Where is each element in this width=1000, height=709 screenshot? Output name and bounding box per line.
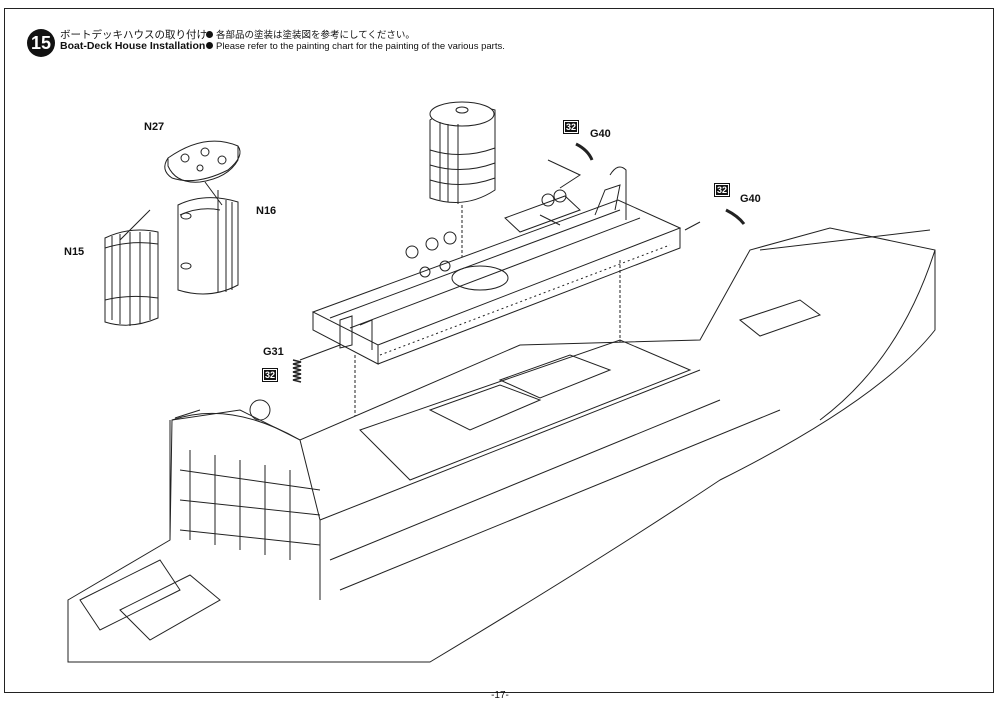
part-n15-drawing [104, 229, 159, 326]
painting-note-japanese-text: 各部品の塗装は塗装図を参考にしてください。 [216, 30, 415, 41]
part-n16-drawing [177, 197, 239, 295]
step-number-badge: 15 [27, 29, 55, 57]
ship-hull-drawing [67, 227, 936, 663]
paint-code-badge-g40-upper: 32 [563, 120, 580, 134]
step-title-english: Boat-Deck House Installation [60, 40, 206, 52]
bullet-icon [206, 31, 213, 38]
part-label-n27: N27 [144, 121, 165, 133]
page-number: -17- [491, 690, 509, 701]
bullet-icon [206, 42, 213, 49]
paint-code-badge-g40-right: 32 [714, 183, 731, 197]
part-label-n15: N15 [64, 246, 85, 258]
part-label-n16: N16 [256, 205, 277, 217]
painting-note-japanese: 各部品の塗装は塗装図を参考にしてください。 [206, 27, 415, 41]
page-border [4, 8, 994, 693]
part-n27-drawing [164, 140, 241, 183]
part-label-g40-upper: G40 [590, 128, 611, 140]
funnel-housing-drawing [429, 101, 496, 280]
painting-note-english: Please refer to the painting chart for t… [206, 41, 505, 52]
painting-note-english-text: Please refer to the painting chart for t… [216, 41, 505, 52]
part-label-g31: G31 [263, 346, 284, 358]
paint-code-badge-g31: 32 [262, 368, 279, 382]
boat-deck-house-drawing [311, 166, 682, 470]
step-title-japanese: ボートデッキハウスの取り付け [60, 29, 207, 41]
part-label-g40-right: G40 [740, 193, 761, 205]
